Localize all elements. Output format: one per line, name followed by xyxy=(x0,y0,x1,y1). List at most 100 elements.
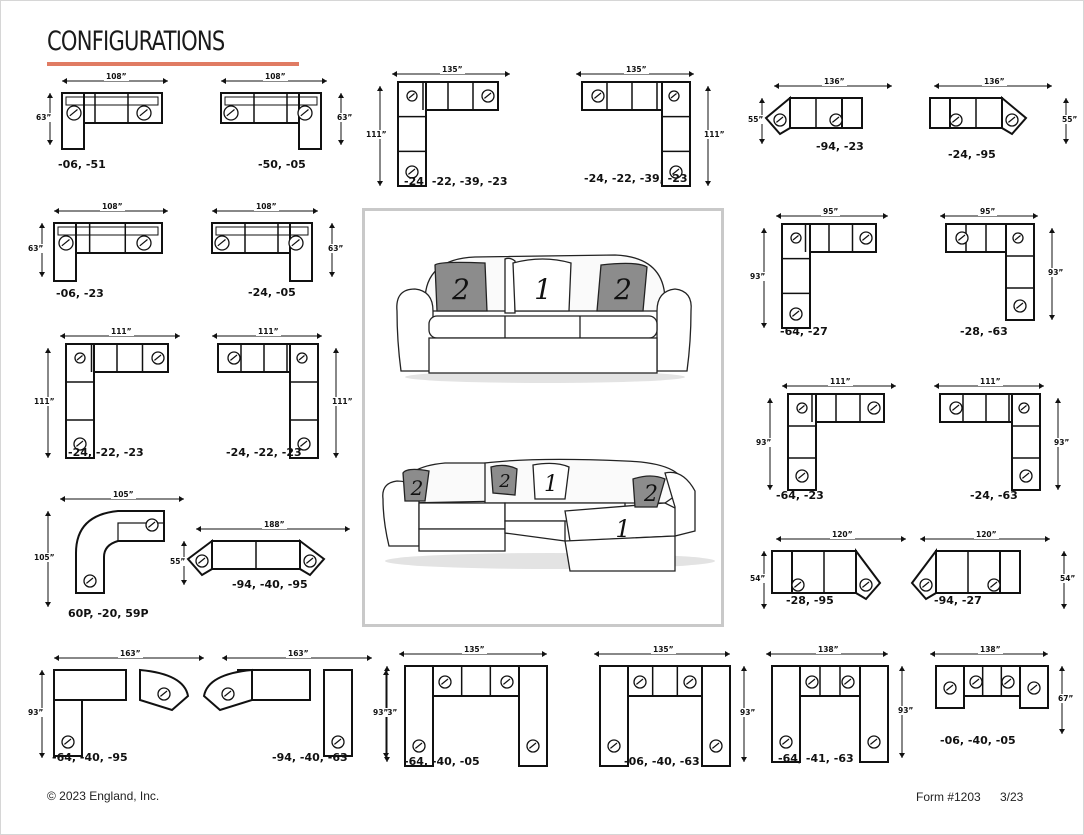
sofa-pillow-label-right: 2 xyxy=(613,273,632,306)
height-dimension-label: 54” xyxy=(750,574,766,583)
sectional-pillow-label-1: 2 xyxy=(410,476,424,500)
width-dimension-label: 111” xyxy=(109,327,134,336)
width-dimension-label: 108” xyxy=(254,202,279,211)
height-dimension-label: 93” xyxy=(382,708,398,717)
configuration-drawing xyxy=(377,71,510,187)
height-dimension-label: 55” xyxy=(748,115,764,124)
configuration-code: -94, -23 xyxy=(816,140,864,153)
sectional-illustration xyxy=(382,458,715,572)
configuration-drawing xyxy=(45,496,184,607)
sofa-pillow-label-center: 1 xyxy=(534,273,552,306)
configuration-code: -06, -40, -63 xyxy=(624,755,700,768)
configuration-drawing xyxy=(220,78,344,150)
width-dimension-label: 135” xyxy=(462,645,487,654)
height-dimension-label: 93” xyxy=(756,438,772,447)
configuration-drawing xyxy=(910,536,1067,609)
width-dimension-label: 120” xyxy=(974,530,999,539)
width-dimension-label: 138” xyxy=(816,645,841,654)
width-dimension-label: 111” xyxy=(256,327,281,336)
width-dimension-label: 120” xyxy=(830,530,855,539)
height-dimension-label: 93” xyxy=(373,708,389,717)
sofa-illustration xyxy=(396,254,692,383)
configuration-code: -28, -63 xyxy=(960,325,1008,338)
configuration-code: -50, -05 xyxy=(258,158,306,171)
configuration-code: -06, -40, -05 xyxy=(940,734,1016,747)
configuration-code: -06, -51 xyxy=(58,158,106,171)
configuration-code: -24, -22, -23 xyxy=(68,446,144,459)
configuration-drawing xyxy=(766,651,905,763)
configuration-code: -64, -27 xyxy=(780,325,828,338)
configuration-code: -06, -23 xyxy=(56,287,104,300)
configuration-code: -24, -22, -39, -23 xyxy=(404,175,508,188)
height-dimension-label: 105” xyxy=(34,553,55,562)
height-dimension-label: 111” xyxy=(704,130,725,139)
configuration-drawing xyxy=(181,526,350,585)
configuration-drawing xyxy=(761,536,906,609)
configuration-code: -64, -41, -63 xyxy=(778,752,854,765)
configuration-code: -64, -40, -05 xyxy=(404,755,480,768)
form-number: Form #1203 xyxy=(916,790,981,804)
width-dimension-label: 163” xyxy=(118,649,143,658)
height-dimension-label: 55” xyxy=(1062,115,1078,124)
height-dimension-label: 63” xyxy=(36,113,52,122)
configuration-drawing xyxy=(39,655,204,758)
configuration-drawing xyxy=(47,78,168,150)
configuration-drawing xyxy=(594,651,747,767)
width-dimension-label: 108” xyxy=(104,72,129,81)
configuration-drawing xyxy=(211,208,335,282)
sofa-pillow-label-left: 2 xyxy=(451,273,470,306)
configuration-code: -94, -40, -95 xyxy=(232,578,308,591)
height-dimension-label: 54” xyxy=(1060,574,1076,583)
configuration-code: -24, -05 xyxy=(248,286,296,299)
width-dimension-label: 108” xyxy=(100,202,125,211)
width-dimension-label: 138” xyxy=(978,645,1003,654)
height-dimension-label: 93” xyxy=(1054,438,1070,447)
configuration-drawing xyxy=(930,651,1065,734)
width-dimension-label: 135” xyxy=(651,645,676,654)
width-dimension-label: 188” xyxy=(262,520,287,529)
configuration-code: -64, -23 xyxy=(776,489,824,502)
configuration-drawing xyxy=(759,83,892,144)
height-dimension-label: 111” xyxy=(366,130,387,139)
height-dimension-label: 93” xyxy=(898,706,914,715)
width-dimension-label: 135” xyxy=(624,65,649,74)
width-dimension-label: 136” xyxy=(982,77,1007,86)
sectional-chaise-label: 1 xyxy=(615,515,630,543)
configuration-drawing xyxy=(929,83,1069,144)
configuration-drawing xyxy=(202,655,389,758)
configuration-code: 60P, -20, 59P xyxy=(68,607,149,620)
width-dimension-label: 95” xyxy=(978,207,998,216)
height-dimension-label: 111” xyxy=(332,397,353,406)
configuration-drawing xyxy=(384,651,548,767)
height-dimension-label: 63” xyxy=(28,244,44,253)
configuration-code: -94, -40, -63 xyxy=(272,751,348,764)
height-dimension-label: 93” xyxy=(28,708,44,717)
width-dimension-label: 111” xyxy=(828,377,853,386)
width-dimension-label: 108” xyxy=(263,72,288,81)
configuration-code: -28, -95 xyxy=(786,594,834,607)
height-dimension-label: 93” xyxy=(750,272,766,281)
configuration-drawing xyxy=(767,383,896,491)
sectional-pillow-label-3: 1 xyxy=(544,472,558,497)
width-dimension-label: 105” xyxy=(111,490,136,499)
sectional-pillow-label-4: 2 xyxy=(643,482,658,507)
configuration-drawing xyxy=(45,333,180,459)
configuration-drawing xyxy=(940,213,1055,321)
configuration-drawing xyxy=(576,71,711,187)
configuration-code: -24, -22, -39, -23 xyxy=(584,172,688,185)
width-dimension-label: 163” xyxy=(286,649,311,658)
configuration-drawing xyxy=(934,383,1061,491)
copyright-text: © 2023 England, Inc. xyxy=(47,789,160,803)
sofa-illustrations: 2 1 2 2 2 1 2 1 xyxy=(382,254,715,572)
sectional-pillow-label-2: 2 xyxy=(498,471,510,492)
configuration-code: -24, -95 xyxy=(948,148,996,161)
height-dimension-label: 93” xyxy=(1048,268,1064,277)
width-dimension-label: 135” xyxy=(440,65,465,74)
width-dimension-label: 95” xyxy=(821,207,841,216)
configuration-drawing xyxy=(39,208,168,282)
height-dimension-label: 111” xyxy=(34,397,55,406)
product-photo-panel: 2 1 2 2 2 1 2 1 xyxy=(362,208,724,627)
configuration-drawing xyxy=(212,333,339,459)
title-underline xyxy=(47,62,299,66)
configuration-drawing xyxy=(761,213,888,329)
